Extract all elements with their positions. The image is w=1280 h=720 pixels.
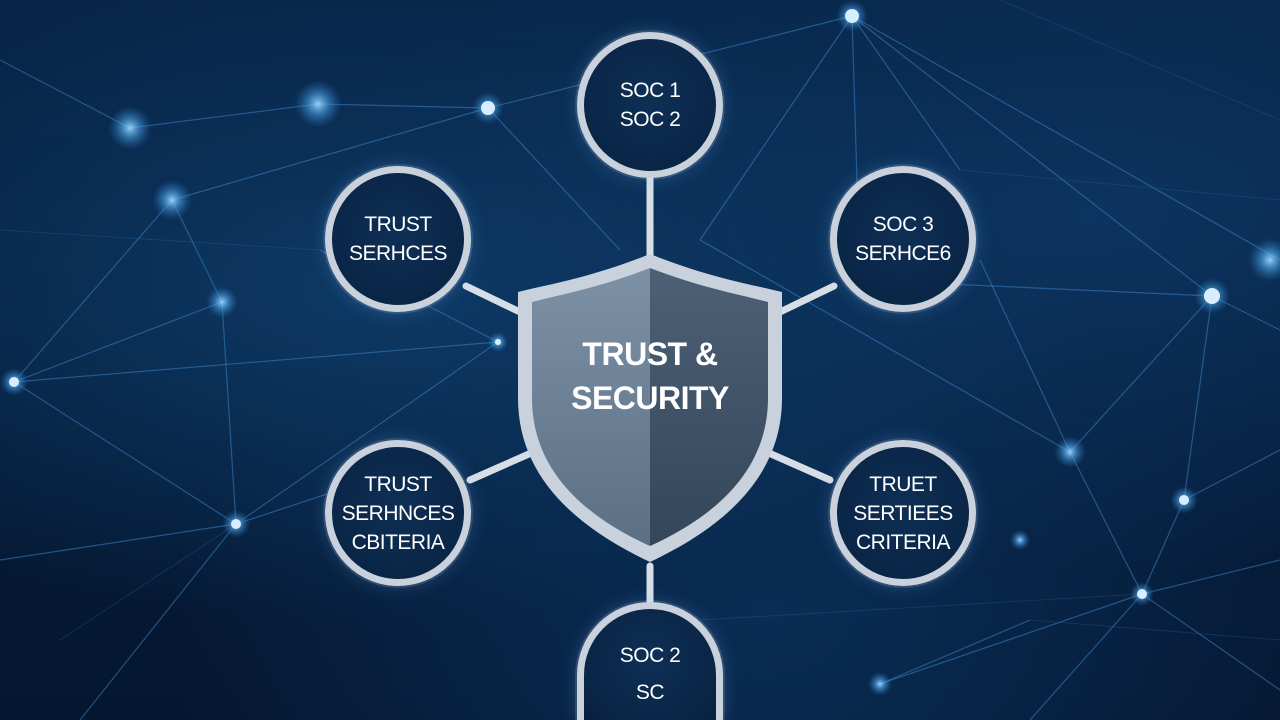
shield-label: TRUST & SECURITY <box>520 332 780 420</box>
node-label: CBITERIA <box>351 530 445 554</box>
node-label: TRUST <box>364 472 432 496</box>
shield-right-half <box>650 268 768 546</box>
node-bottom: SOC 2 SC <box>577 602 723 720</box>
node-label: SOC 1 <box>619 79 681 102</box>
node-label: SERTIEES <box>853 501 953 525</box>
node-label: SOC 2 <box>619 644 681 667</box>
node-top: SOC 1 SOC 2 <box>577 32 723 178</box>
node-label: SC <box>635 681 665 704</box>
node-label: SOC 2 <box>619 108 681 131</box>
trust-security-shield <box>518 254 782 562</box>
node-upper-right: SOC 3 SERHCE6 <box>830 166 976 312</box>
node-label: SOC 3 <box>872 213 934 236</box>
node-lower-right: TRUET SERTIEES CRITERIA <box>830 440 976 586</box>
node-lower-left: TRUST SERHNCES CBITERIA <box>325 440 471 586</box>
shield-left-half <box>532 268 650 546</box>
node-upper-left: TRUST SERHCES <box>325 166 471 312</box>
shield-label-line: TRUST & <box>582 336 718 372</box>
node-label: TRUET <box>869 472 937 496</box>
node-label: SERHCES <box>348 242 448 265</box>
node-label: SERHCE6 <box>855 242 951 265</box>
node-label: SERHNCES <box>341 501 455 525</box>
node-label: TRUST <box>364 213 432 236</box>
node-label: CRITERIA <box>855 530 951 554</box>
shield-label-line: SECURITY <box>571 380 729 416</box>
